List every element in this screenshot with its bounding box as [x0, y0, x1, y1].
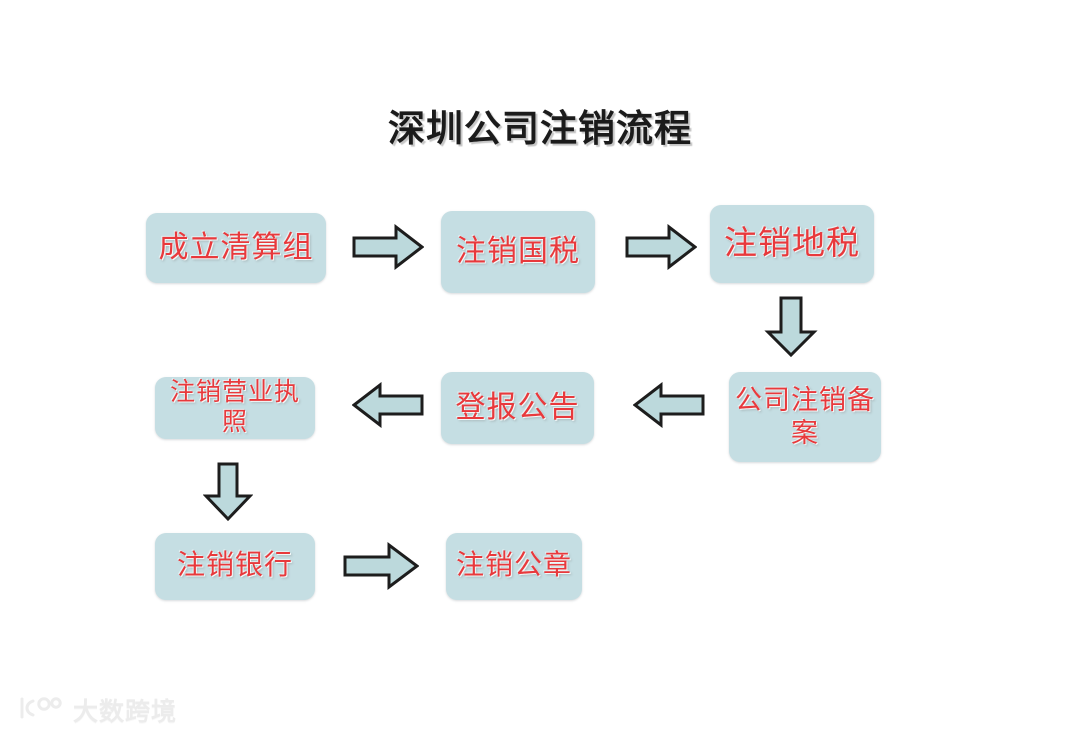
- flow-node-liquidation: 成立清算组: [146, 213, 326, 283]
- arrow-right-icon: [343, 542, 420, 590]
- flow-node-label: 公司注销备案: [735, 385, 875, 448]
- flow-node-label: 成立清算组: [158, 230, 314, 264]
- brand-logo-icon: [18, 695, 64, 726]
- flow-node-label: 注销公章: [455, 550, 572, 582]
- flow-node-label: 登报公告: [455, 390, 580, 424]
- arrow-left-icon: [632, 381, 705, 429]
- flow-node-label: 注销银行: [176, 550, 293, 582]
- flow-node-label: 注销国税: [456, 234, 580, 268]
- flow-node-newspaper-announcement: 登报公告: [441, 372, 594, 444]
- arrow-down-icon: [764, 296, 818, 358]
- flow-node-label: 注销地税: [724, 225, 860, 262]
- watermark-label: 大数跨境: [73, 697, 178, 726]
- arrow-right-icon: [625, 223, 698, 271]
- flow-node-local-tax: 注销地税: [710, 205, 874, 283]
- arrow-right-icon: [352, 223, 425, 271]
- arrow-left-icon: [351, 381, 424, 429]
- flow-node-official-seal: 注销公章: [446, 533, 582, 600]
- flow-node-bank-account: 注销银行: [155, 533, 315, 600]
- flow-node-national-tax: 注销国税: [441, 211, 595, 293]
- flow-node-business-license: 注销营业执照: [155, 377, 315, 439]
- watermark: 大数跨境: [18, 692, 177, 728]
- flow-node-company-deregistration-filing: 公司注销备案: [729, 372, 881, 462]
- arrow-down-icon: [202, 462, 254, 522]
- flow-node-label: 注销营业执照: [169, 378, 300, 437]
- page-title: 深圳公司注销流程: [388, 109, 692, 150]
